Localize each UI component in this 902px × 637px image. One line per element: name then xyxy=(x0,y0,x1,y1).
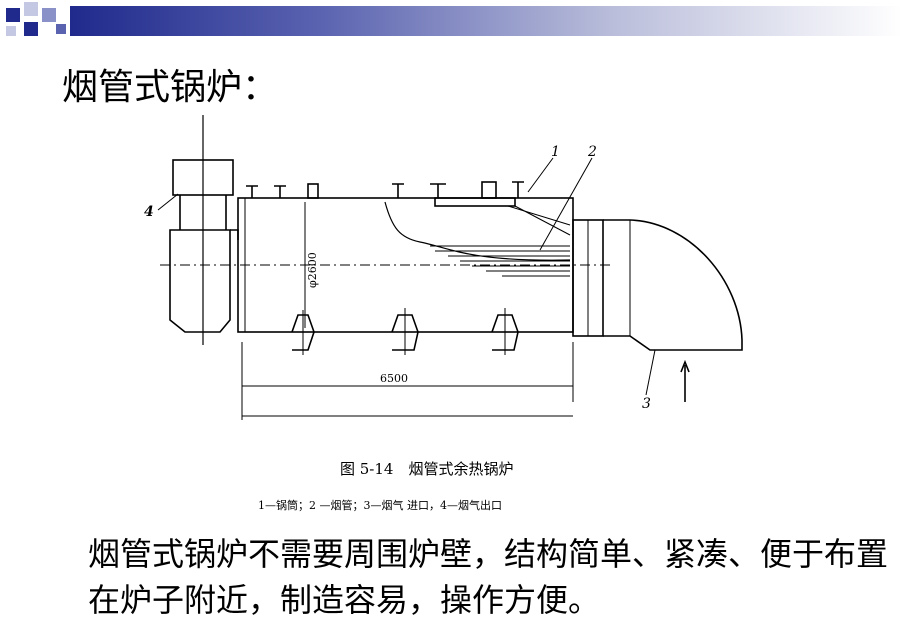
part-label-1: 1 xyxy=(551,144,560,160)
deco-square xyxy=(24,22,38,36)
diameter-label: φ2600 xyxy=(306,252,319,288)
boiler-diagram: 1 2 3 4 φ2600 6500 xyxy=(144,115,743,420)
header-gradient xyxy=(70,6,902,36)
slide-title: 烟管式锅炉： xyxy=(62,67,279,108)
slide-body-text: 烟管式锅炉不需要周围炉壁，结构简单、紧凑、便于布置在炉子附近，制造容易，操作方便… xyxy=(88,535,889,619)
part-label-2: 2 xyxy=(587,144,597,160)
deco-square xyxy=(6,26,16,36)
figure-legend: 1—锅筒；2 —烟管；3—烟气 进口，4—烟气出口 xyxy=(258,499,502,512)
deco-square xyxy=(56,24,66,34)
part-label-3: 3 xyxy=(642,396,651,412)
slide-header-bar xyxy=(0,0,902,38)
figure-caption: 图 5-14 烟管式余热锅炉 xyxy=(340,460,514,478)
length-label: 6500 xyxy=(380,372,408,385)
deco-square xyxy=(42,8,56,22)
deco-square xyxy=(6,8,20,22)
deco-square xyxy=(24,2,38,16)
part-label-4: 4 xyxy=(144,204,154,220)
